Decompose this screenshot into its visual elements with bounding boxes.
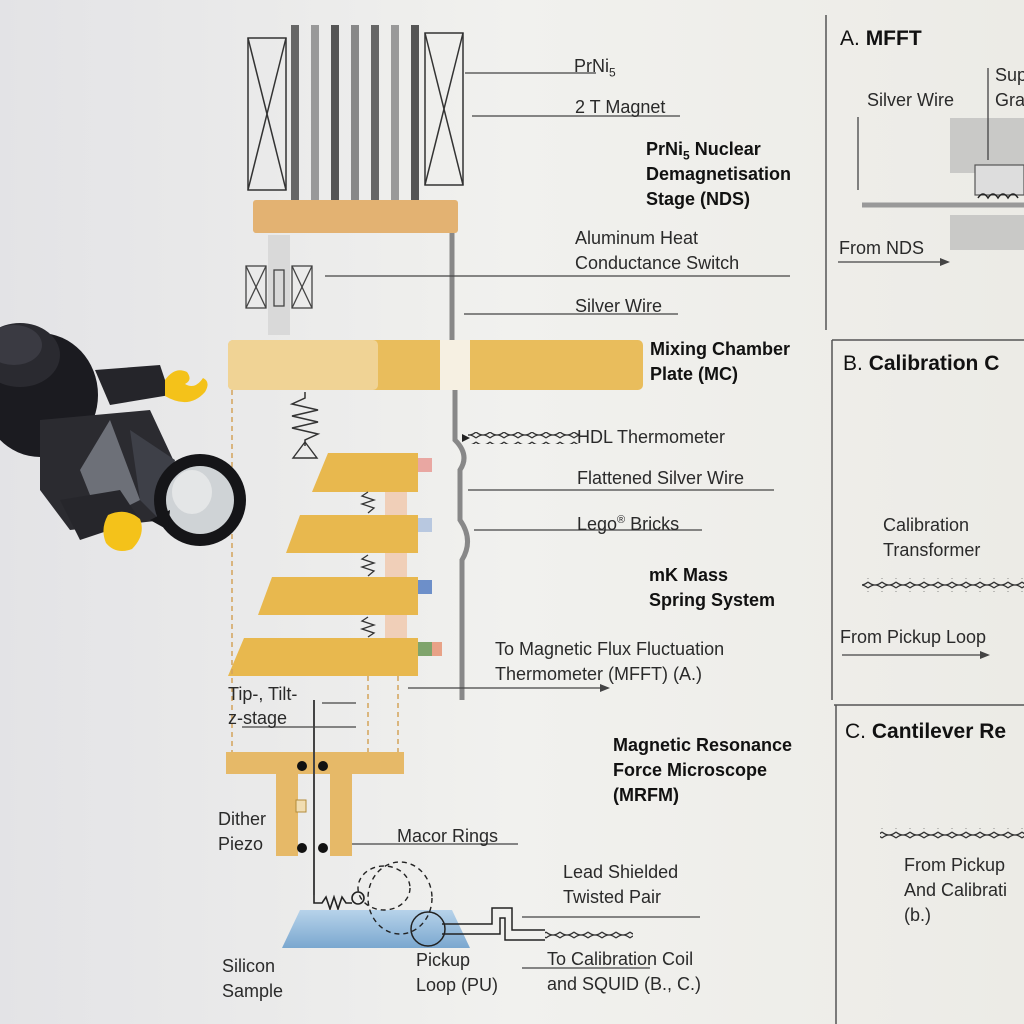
label-mrfm-line3: (MRFM) — [613, 785, 679, 805]
label-nds-line3: Stage (NDS) — [646, 189, 751, 209]
panel-b-calib-line2: Transformer — [883, 540, 981, 560]
label-lead-line2: Twisted Pair — [563, 887, 662, 907]
label-mfft-line2: Thermometer (MFFT) (A.) — [495, 664, 702, 684]
label-macor-rings: Macor Rings — [397, 826, 499, 846]
panel-dividers — [825, 15, 1024, 1024]
panel-c-from-line2: And Calibrati — [904, 880, 1008, 900]
label-nds-line1: PrNi5 Nuclear — [646, 139, 761, 163]
label-calib-line1: To Calibration Coil — [547, 949, 694, 969]
panel-b-calib-line1: Calibration — [883, 515, 970, 535]
label-calib-line2: and SQUID (B., C.) — [547, 974, 702, 994]
small-springs — [359, 491, 377, 638]
heat-switch — [245, 235, 313, 335]
prni5-rods — [291, 25, 419, 200]
lead-twisted-pair — [545, 930, 633, 941]
label-mc-line1: Mixing Chamber — [650, 339, 791, 359]
field-loops — [357, 861, 433, 935]
panel-a-sup-line2: Gra — [995, 90, 1024, 110]
lego-plates — [228, 453, 442, 676]
panel-c-from-line1: From Pickup — [904, 855, 1006, 875]
label-flattened-wire: Flattened Silver Wire — [577, 468, 745, 488]
magnet-coil-right — [424, 32, 464, 186]
silicon-sample — [282, 910, 470, 948]
label-silicon-line2: Sample — [222, 981, 284, 1001]
panel-b-from-pickup: From Pickup Loop — [840, 627, 987, 647]
panel-a-silver-wire: Silver Wire — [867, 90, 955, 110]
nds-plate — [253, 200, 458, 233]
label-switch-line2: Conductance Switch — [575, 253, 740, 273]
label-mass-line2: Spring System — [649, 590, 776, 610]
label-tip-line1: Tip-, Tilt- — [228, 684, 298, 704]
panel-b-drawing — [842, 578, 1024, 659]
pickup-loop — [410, 907, 545, 947]
silver-wire-column — [449, 233, 470, 700]
panel-c-from-line3: (b.) — [904, 905, 931, 925]
label-pickup-line2: Loop (PU) — [416, 975, 499, 995]
figure-icon — [0, 323, 246, 551]
label-silicon-line1: Silicon — [222, 956, 276, 976]
panel-c-drawing — [880, 828, 1024, 840]
panel-a-drawing — [838, 68, 1024, 266]
cantilever — [313, 891, 365, 912]
label-silver-wire: Silver Wire — [575, 296, 663, 316]
label-mc-line2: Plate (MC) — [650, 364, 739, 384]
label-mrfm-line1: Magnetic Resonance — [613, 735, 793, 755]
leader-lines — [242, 72, 790, 969]
mc-spring — [289, 392, 321, 446]
panel-b-title: B. Calibration C — [843, 352, 1000, 375]
label-lead-line1: Lead Shielded — [563, 862, 679, 882]
label-mrfm-line2: Force Microscope — [613, 760, 768, 780]
label-prni5: PrNi5 — [574, 56, 616, 80]
label-pickup-line1: Pickup — [416, 950, 471, 970]
hdl-twisted-pair — [468, 432, 580, 444]
panel-c-title: C. Cantilever Re — [845, 720, 1007, 743]
panel-a-from-nds: From NDS — [839, 238, 924, 258]
label-mass-line1: mK Mass — [649, 565, 729, 585]
dashed-frame — [231, 390, 399, 752]
panel-a-title: A. MFFT — [840, 27, 922, 50]
label-dither-line1: Dither — [218, 809, 267, 829]
label-nds-line2: Demagnetisation — [646, 164, 792, 184]
panel-a-sup-line1: Sup — [995, 65, 1024, 85]
label-tip-line2: z-stage — [228, 708, 288, 728]
label-switch-line1: Aluminum Heat — [575, 228, 699, 248]
label-lego-bricks: Lego® Bricks — [577, 514, 680, 534]
label-dither-line2: Piezo — [218, 834, 264, 854]
label-hdl-thermometer: HDL Thermometer — [577, 427, 726, 447]
label-mfft-line1: To Magnetic Flux Fluctuation — [495, 639, 725, 659]
label-magnet: 2 T Magnet — [575, 97, 666, 117]
mrfm-holder — [226, 700, 404, 895]
magnet-coil-left — [247, 37, 287, 191]
